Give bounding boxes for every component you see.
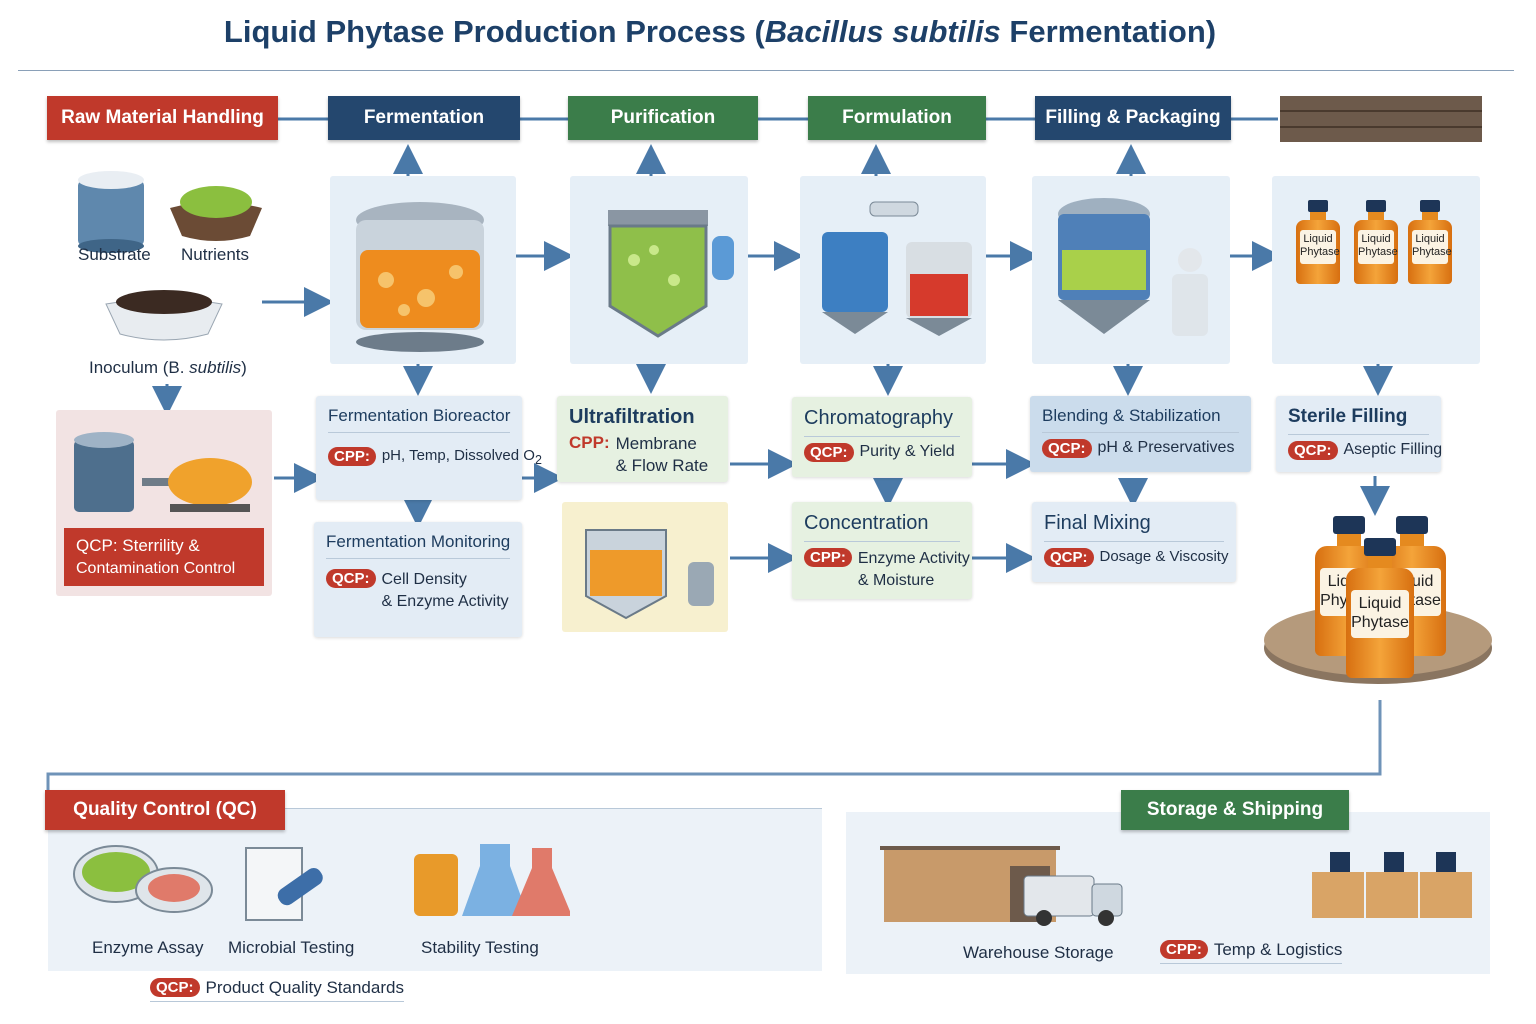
warehouse-truck-icon bbox=[880, 846, 1123, 926]
sterility-qcp-box: QCP: Sterrility & Contamination Control bbox=[64, 528, 264, 586]
filling-panel bbox=[1032, 176, 1230, 364]
shipping-boxes-icon bbox=[1312, 852, 1472, 918]
fermenter-tank-icon bbox=[356, 202, 484, 352]
concentration-box: Concentration CPP: Enzyme Activity& Mois… bbox=[792, 502, 972, 599]
bioreactor-title: Fermentation Bioreactor bbox=[328, 406, 510, 433]
filling-tank-operator-icon bbox=[1058, 198, 1208, 336]
chromatography-qcp: QCP: Purity & Yield bbox=[804, 443, 960, 462]
stage-header-raw: Raw Material Handling bbox=[47, 96, 278, 140]
ultrafiltration-tank-icon bbox=[608, 210, 734, 338]
chromatography-tanks-icon bbox=[822, 201, 972, 336]
fermenter-panel bbox=[330, 176, 516, 364]
stage-header-filling: Filling & Packaging bbox=[1035, 96, 1231, 140]
bioreactor-cpp: CPP: pH, Temp, Dissolved O2 bbox=[328, 447, 542, 467]
inoculum-bowl-icon bbox=[105, 290, 223, 341]
chromatography-title: Chromatography bbox=[804, 407, 960, 437]
tank-and-pump-icon bbox=[74, 432, 252, 512]
stability-testing-label: Stability Testing bbox=[421, 938, 539, 957]
chromatography-box: Chromatography QCP: Purity & Yield bbox=[792, 397, 972, 477]
storage-header: Storage & Shipping bbox=[1121, 790, 1349, 830]
concentration-title: Concentration bbox=[804, 512, 960, 542]
microbial-testing-label: Microbial Testing bbox=[228, 938, 355, 957]
raw-materials-icon bbox=[78, 171, 262, 253]
warehouse-label: Warehouse Storage bbox=[963, 943, 1114, 962]
sterile-filling-qcp: QCP: Aseptic Filling bbox=[1288, 441, 1442, 460]
blending-title: Blending & Stabilization bbox=[1042, 406, 1239, 433]
qc-icons bbox=[73, 844, 570, 921]
substrate-label: Substrate bbox=[78, 245, 151, 264]
stage-header-purification: Purification bbox=[568, 96, 758, 140]
monitoring-qcp: QCP: Cell Density& Enzyme Activity bbox=[326, 569, 510, 613]
title-divider bbox=[18, 70, 1514, 71]
stage-header-formulation: Formulation bbox=[808, 96, 986, 140]
sterile-filling-box: Sterile Filling QCP: Aseptic Filling bbox=[1276, 396, 1442, 472]
enzyme-assay-label: Enzyme Assay bbox=[92, 938, 204, 957]
qc-standards: QCP: Product Quality Standards bbox=[150, 978, 404, 1002]
storage-cpp: CPP: Temp & Logistics bbox=[1160, 940, 1343, 964]
sterility-panel: QCP: Sterrility & Contamination Control bbox=[56, 410, 272, 596]
formulation-panel bbox=[800, 176, 986, 364]
ultrafiltration-cpp: CPP: Membrane& Flow Rate bbox=[569, 433, 709, 475]
ultrafiltration-title: Ultrafiltration bbox=[569, 406, 695, 428]
final-mixing-title: Final Mixing bbox=[1044, 512, 1224, 542]
downstream-tank-panel bbox=[562, 502, 728, 632]
purification-panel bbox=[570, 176, 748, 364]
nutrients-label: Nutrients bbox=[181, 245, 250, 264]
blending-box: Blending & Stabilization QCP: pH & Prese… bbox=[1030, 396, 1251, 472]
monitoring-title: Fermentation Monitoring bbox=[326, 532, 510, 559]
blending-qcp: QCP: pH & Preservatives bbox=[1042, 439, 1239, 458]
stage-header-fermentation: Fermentation bbox=[328, 96, 520, 140]
final-mixing-box: Final Mixing QCP: Dosage & Viscosity bbox=[1032, 502, 1236, 582]
ultrafiltration-box: Ultrafiltration CPP: Membrane& Flow Rate bbox=[557, 396, 728, 482]
concentrator-tank-icon bbox=[585, 529, 714, 620]
inoculum-label: Inoculum (B. subtilis) bbox=[89, 358, 247, 377]
concentration-cpp: CPP: Enzyme Activity& Moisture bbox=[804, 548, 970, 592]
fermentation-monitoring-box: Fermentation Monitoring QCP: Cell Densit… bbox=[314, 522, 522, 637]
sterile-filling-title: Sterile Filling bbox=[1288, 406, 1429, 435]
page-title: Liquid Phytase Production Process (Bacil… bbox=[223, 14, 1217, 49]
qc-header: Quality Control (QC) bbox=[45, 790, 285, 830]
fermentation-bioreactor-box: Fermentation Bioreactor CPP: pH, Temp, D… bbox=[316, 396, 542, 500]
final-mixing-qcp: QCP: Dosage & Viscosity bbox=[1044, 548, 1228, 567]
